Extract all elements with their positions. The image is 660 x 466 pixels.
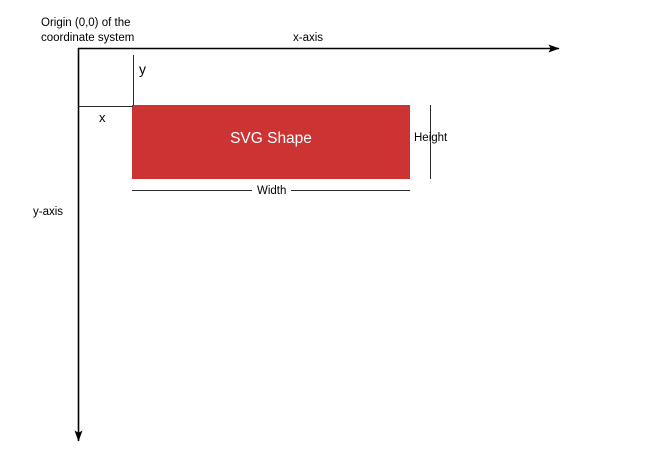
x-offset-label: x — [99, 110, 106, 125]
x-axis-label: x-axis — [293, 32, 324, 44]
svg-shape-rectangle — [132, 105, 410, 179]
height-label: Height — [414, 132, 448, 144]
x-offset-measure-line — [78, 106, 133, 107]
origin-annotation-label: Origin (0,0) of the coordinate system — [41, 17, 135, 44]
svg-shape-label: SVG Shape — [230, 130, 312, 147]
y-axis-label: y-axis — [33, 206, 64, 218]
width-label: Width — [252, 184, 292, 198]
height-measure-line — [430, 105, 431, 179]
y-offset-label: y — [139, 61, 146, 77]
y-offset-measure-line — [133, 55, 134, 105]
